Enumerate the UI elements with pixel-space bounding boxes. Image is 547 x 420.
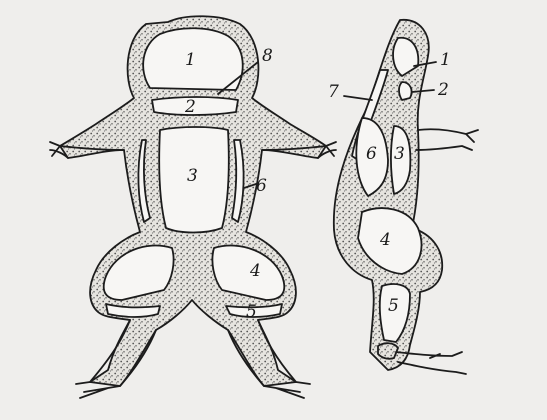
- lateral-label-5: 5: [388, 298, 399, 315]
- ventral-label-8: 8: [262, 48, 273, 65]
- lateral-pointer-7: [344, 96, 372, 100]
- ventral-label-4: 4: [250, 263, 261, 280]
- lateral-label-7: 7: [328, 84, 339, 101]
- ventral-label-5: 5: [246, 304, 257, 321]
- lateral-label-4: 4: [380, 232, 391, 249]
- ventral-label-2: 2: [185, 99, 196, 116]
- ventral-label-1: 1: [185, 52, 196, 69]
- lateral-arm: [416, 129, 478, 150]
- ventral-view: [50, 16, 336, 398]
- lateral-label-1: 1: [440, 52, 451, 69]
- lateral-pectoral-sac: [399, 82, 412, 100]
- ventral-label-6: 6: [256, 178, 267, 195]
- ventral-label-3: 3: [187, 168, 198, 185]
- lateral-ankle-band: [378, 343, 398, 359]
- lateral-view: [334, 20, 478, 374]
- lateral-label-6: 6: [366, 146, 377, 163]
- lateral-label-2: 2: [438, 82, 449, 99]
- lateral-label-3: 3: [394, 146, 405, 163]
